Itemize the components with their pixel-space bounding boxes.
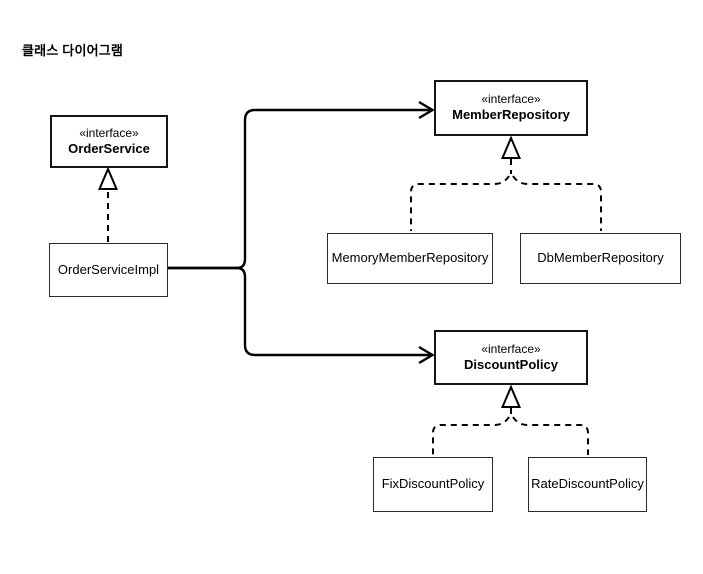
node-order-service-impl: OrderServiceImpl <box>49 243 168 297</box>
class-name-label: DbMemberRepository <box>537 250 664 266</box>
stereotype-label: «interface» <box>481 92 541 107</box>
realization-children-memberrepository <box>410 135 602 231</box>
class-name-label: DiscountPolicy <box>464 356 558 372</box>
node-discount-policy: «interface» DiscountPolicy <box>434 330 588 385</box>
node-rate-discount-policy: RateDiscountPolicy <box>528 457 647 512</box>
class-name-label: OrderService <box>68 140 150 156</box>
dependency-orderserviceimpl-discountpolicy <box>168 266 435 365</box>
class-name-label: MemberRepository <box>452 107 570 123</box>
class-name-label: FixDiscountPolicy <box>381 476 485 492</box>
class-name-label: RateDiscountPolicy <box>531 476 644 492</box>
node-order-service: «interface» OrderService <box>50 115 168 168</box>
realization-orderserviceimpl-orderservice <box>97 166 119 242</box>
node-memory-member-repository: MemoryMemberRepository <box>327 233 493 284</box>
class-name-label: OrderServiceImpl <box>57 261 160 277</box>
diagram-title: 클래스 다이어그램 <box>22 43 124 58</box>
class-name-label: MemoryMemberRepository <box>331 250 489 266</box>
node-member-repository: «interface» MemberRepository <box>434 80 588 136</box>
stereotype-label: «interface» <box>79 125 139 140</box>
stereotype-label: «interface» <box>481 341 541 356</box>
realization-children-discountpolicy <box>432 384 589 455</box>
node-db-member-repository: DbMemberRepository <box>520 233 681 284</box>
node-fix-discount-policy: FixDiscountPolicy <box>373 457 493 512</box>
